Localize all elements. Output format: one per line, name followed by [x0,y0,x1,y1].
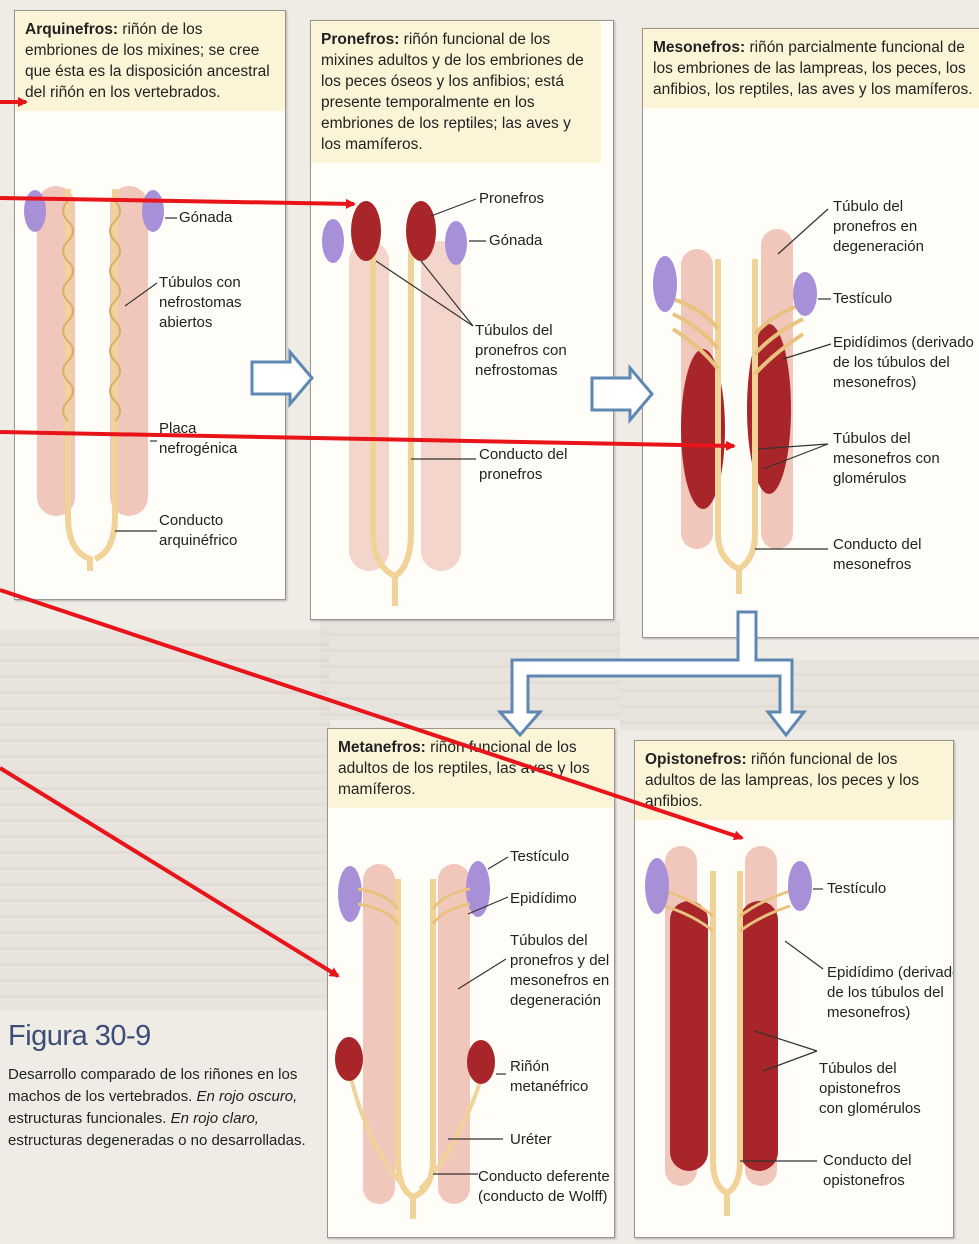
label-tubulo-deg-2: pronefros en [833,217,917,236]
panel-pronefros: Pronefros: riñón funcional de los mixine… [310,20,614,620]
label-epididimos-1: Epidídimos (derivado [833,333,974,352]
label-tubulos-2: pronefros con [475,341,567,360]
label-epididimo-3: mesonefros) [827,1003,910,1022]
label-testiculo: Testículo [510,847,569,866]
label-tubulo-deg-3: degeneración [833,237,924,256]
label-tubulos-1: Túbulos del [819,1059,897,1078]
label-conducto-2: arquinéfrico [159,531,237,550]
label-conducto-1: Conducto del [823,1151,911,1170]
label-placa-1: Placa [159,419,197,438]
label-tubulos-3: abiertos [159,313,212,332]
caption-italic: En rojo claro, [171,1110,259,1127]
label-deferente-1: Conducto deferente [478,1167,610,1186]
pronefros-diagram [311,21,613,619]
panel-opistonefros: Opistonefros: riñón funcional de los adu… [634,740,954,1238]
label-pronefros: Pronefros [479,189,544,208]
label-conducto-1: Conducto del [479,445,567,464]
label-rinon-2: metanéfrico [510,1077,588,1096]
label-conducto-1: Conducto del [833,535,921,554]
figure-title: Figura 30-9 [8,1020,151,1053]
label-tubulos-3: nefrostomas [475,361,558,380]
label-tubulos-2: nefrostomas [159,293,242,312]
arquinefros-diagram [15,11,285,599]
panel-mesonefros: Mesonefros: riñón parcialmente funcional… [642,28,979,638]
label-tubulos-1: Túbulos del [475,321,553,340]
label-tubulos-3: mesonefros en [510,971,609,990]
label-conducto-1: Conducto [159,511,223,530]
label-tubulos-1: Túbulos del [510,931,588,950]
caption-part: estructuras degeneradas o no desarrollad… [8,1132,306,1149]
background-text-block [620,660,979,730]
label-rinon-1: Riñón [510,1057,549,1076]
label-ureter: Uréter [510,1130,552,1149]
label-tubulo-deg-1: Túbulo del [833,197,903,216]
label-testiculo: Testículo [833,289,892,308]
panel-metanefros: Metanefros: riñón funcional de los adult… [327,728,615,1238]
label-epididimos-2: de los túbulos del [833,353,950,372]
label-tubulos-2: pronefros y del [510,951,609,970]
label-placa-2: nefrogénica [159,439,237,458]
label-tubulos-3: con glomérulos [819,1099,921,1118]
label-tubulos-4: degeneración [510,991,601,1010]
label-tubulos-1: Túbulos con [159,273,241,292]
label-testiculo: Testículo [827,879,886,898]
figure-caption: Desarrollo comparado de los riñones en l… [8,1064,313,1152]
label-tubulos-glom-3: glomérulos [833,469,906,488]
label-gonada: Gónada [489,231,542,250]
label-tubulos-2: opistonefros [819,1079,901,1098]
label-conducto-2: pronefros [479,465,542,484]
caption-part: estructuras funcionales. [8,1110,171,1127]
background-text-block [0,630,330,1010]
label-deferente-2: (conducto de Wolff) [478,1187,608,1206]
label-conducto-2: mesonefros [833,555,911,574]
label-conducto-2: opistonefros [823,1171,905,1190]
label-epididimos-3: mesonefros) [833,373,916,392]
label-tubulos-glom-1: Túbulos del [833,429,911,448]
label-epididimo-1: Epidídimo (derivado [827,963,954,982]
label-epididimo: Epidídimo [510,889,577,908]
label-tubulos-glom-2: mesonefros con [833,449,940,468]
label-epididimo-2: de los túbulos del [827,983,944,1002]
label-gonada: Gónada [179,208,232,227]
background-text-block [320,620,620,720]
panel-arquinefros: Arquinefros: riñón de los embriones de l… [14,10,286,600]
caption-italic: En rojo oscuro, [196,1088,297,1105]
